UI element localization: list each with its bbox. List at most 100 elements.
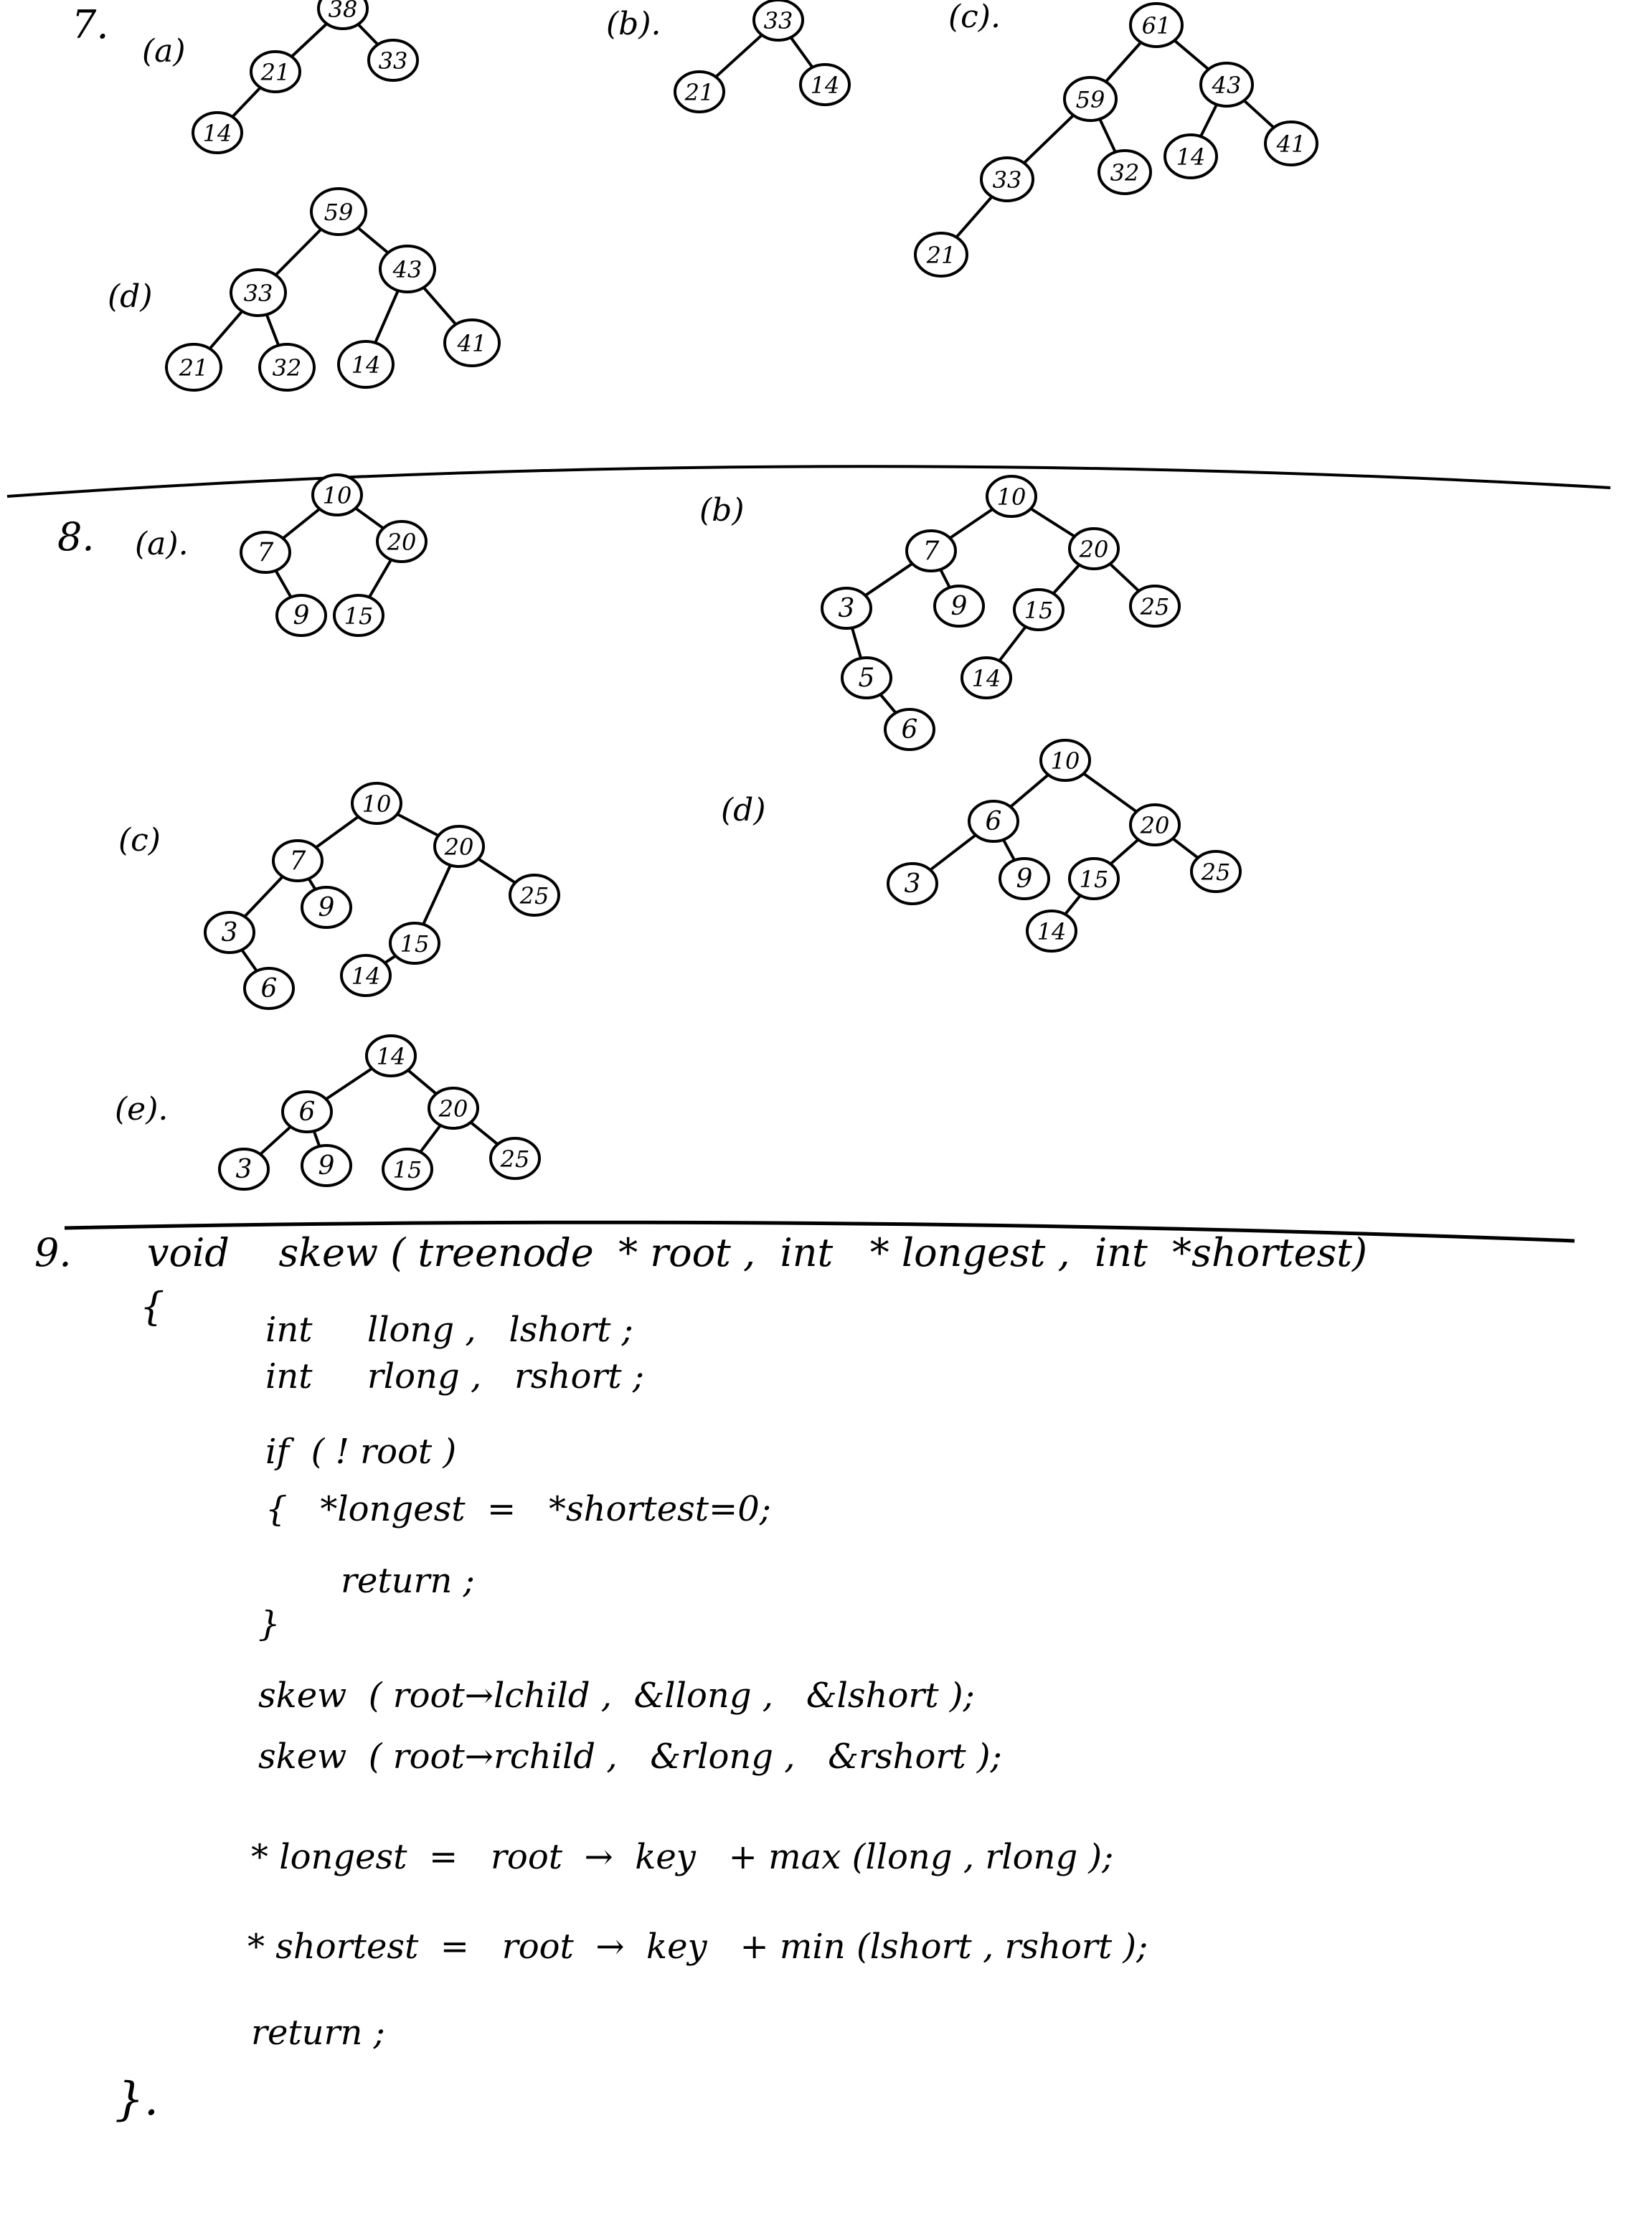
tree-edge: [240, 948, 258, 973]
tree-node: 9: [933, 585, 985, 628]
tree-edge: [422, 864, 452, 925]
node-circle: [272, 839, 324, 882]
node-label: 10: [997, 483, 1026, 511]
problem-9-number: 9.: [34, 1230, 72, 1275]
problem-8-part-c-label: (c): [118, 822, 161, 859]
tree-node: 21: [674, 70, 725, 113]
node-label: 32: [273, 354, 302, 382]
node-label: 7: [290, 846, 306, 876]
node-label: 59: [1076, 86, 1105, 113]
node-circle: [1026, 910, 1077, 953]
tree-edge: [242, 874, 285, 919]
tree-edge: [394, 811, 442, 838]
node-label: 10: [362, 790, 392, 818]
node-label: 25: [1201, 859, 1231, 886]
tree-edge: [947, 506, 996, 541]
tree-node: 3: [204, 911, 255, 954]
tree-node: 20: [376, 520, 428, 563]
tree-node: 10: [986, 475, 1037, 518]
tree-node: 7: [905, 529, 957, 572]
tree-edge: [374, 290, 400, 344]
tree-node: 6: [281, 1090, 333, 1133]
node-label: 25: [500, 1145, 530, 1173]
node-label: 33: [379, 47, 408, 75]
tree-edge: [356, 22, 380, 47]
node-label: 38: [329, 0, 358, 23]
code-line-11: * longest = root → key + max (llong , rl…: [251, 1837, 1114, 1877]
tree-node: 9: [275, 594, 327, 637]
node-circle: [674, 70, 725, 113]
tree-edge: [1242, 98, 1276, 130]
node-circle: [1190, 850, 1242, 893]
node-circle: [428, 1087, 479, 1130]
problem-7-part-a-label: (a): [142, 33, 186, 70]
node-circle: [1063, 76, 1118, 122]
node-label: 3: [236, 1155, 252, 1184]
node-label: 21: [684, 79, 714, 106]
node-label: 14: [1037, 918, 1067, 945]
tree-edge: [230, 85, 263, 119]
tree-node: 3: [218, 1148, 270, 1191]
code-line-4: int rlong , rshort ;: [265, 1356, 645, 1397]
tree-node: 38: [317, 0, 369, 30]
tree-edge: [280, 506, 322, 541]
tree-node: 6: [968, 800, 1019, 843]
node-circle: [258, 343, 316, 392]
node-circle: [192, 111, 243, 154]
node-circle: [752, 0, 804, 42]
node-label: 41: [1276, 131, 1306, 158]
node-circle: [230, 268, 287, 317]
tree-node: 9: [301, 886, 352, 929]
tree-node: 15: [1068, 857, 1120, 900]
node-label: 15: [393, 1156, 423, 1184]
tree-edge: [289, 22, 329, 59]
tree-edge: [998, 625, 1027, 663]
tree-node: 3: [821, 587, 872, 630]
tree-node: 14: [365, 1034, 417, 1077]
tree-node: 15: [389, 922, 440, 965]
tree-node: 25: [1190, 850, 1242, 893]
tree-node: 14: [337, 340, 395, 389]
tree-node: 43: [1199, 62, 1254, 108]
tree-node: 61: [1129, 2, 1184, 48]
code-line-3: int llong , lshort ;: [265, 1310, 633, 1350]
node-label: 61: [1142, 12, 1171, 39]
tree-edge: [1063, 894, 1082, 916]
tree-edge: [1104, 40, 1143, 84]
node-circle: [240, 531, 291, 574]
node-label: 9: [293, 601, 310, 630]
node-circle: [1068, 857, 1120, 900]
node-circle: [933, 585, 985, 628]
problem-7-part-c-label: (c).: [948, 0, 1001, 35]
node-circle: [310, 187, 367, 236]
tree-edge: [1199, 103, 1218, 138]
tree-edge: [368, 558, 392, 599]
node-label: 7: [258, 538, 274, 567]
node-circle: [379, 245, 436, 293]
node-label: 41: [457, 330, 487, 357]
node-circle: [1129, 803, 1181, 846]
problem-8-part-d-label: (d): [721, 792, 766, 828]
node-circle: [281, 1090, 333, 1133]
node-label: 15: [1080, 866, 1109, 893]
node-circle: [1129, 585, 1181, 628]
node-circle: [311, 473, 363, 516]
node-circle: [376, 520, 428, 563]
node-circle: [960, 656, 1012, 699]
tree-edge: [955, 195, 993, 239]
tree-edge: [928, 833, 978, 872]
node-label: 21: [179, 354, 209, 382]
node-circle: [165, 343, 222, 392]
tree-node: 14: [799, 63, 851, 106]
tree-node: 32: [1098, 149, 1152, 195]
node-circle: [1068, 527, 1120, 570]
node-circle: [841, 656, 892, 699]
node-label: 14: [1176, 143, 1206, 171]
tree-edge: [1081, 771, 1139, 814]
node-circle: [340, 954, 392, 997]
node-circle: [1264, 121, 1318, 166]
tree-node: 3: [887, 862, 938, 905]
node-label: 5: [859, 663, 875, 693]
